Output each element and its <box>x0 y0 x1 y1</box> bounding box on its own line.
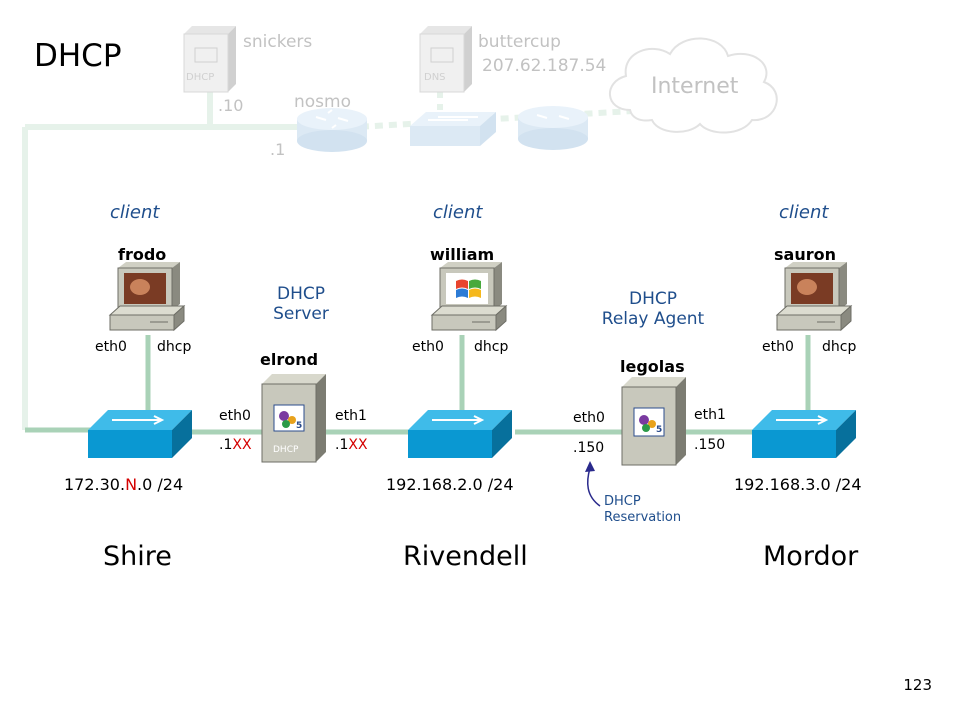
elrond-server-icon: 5 DHCP <box>261 374 326 463</box>
frodo-mode-label: dhcp <box>157 339 192 355</box>
sauron-mode-label: dhcp <box>822 339 857 355</box>
william-hostname: william <box>430 245 495 264</box>
sauron-hostname: sauron <box>774 245 836 264</box>
elrond-role-line1: DHCP <box>277 284 325 304</box>
frodo-computer-icon <box>108 262 186 332</box>
switch-faded-icon <box>410 112 496 146</box>
frodo-hostname: frodo <box>118 245 167 264</box>
buttercup-server-icon: DNS <box>419 26 472 93</box>
router-name-label: nosmo <box>294 92 351 112</box>
legolas-server-icon: 5 <box>621 377 686 466</box>
elrond-eth0-addr-prefix: .1 <box>219 437 233 453</box>
page-number: 123 <box>903 676 932 694</box>
svg-text:5: 5 <box>296 421 302 431</box>
mordor-network-label: 192.168.3.0 /24 <box>734 475 862 494</box>
shire-net-prefix: 172.30. <box>64 475 126 494</box>
william-computer-icon <box>430 262 508 332</box>
legolas-hostname: legolas <box>620 357 685 376</box>
router-icon <box>297 108 367 152</box>
svg-text:5: 5 <box>656 425 662 435</box>
rivendell-switch-icon <box>408 410 512 458</box>
shire-network-label: 172.30.N.0 /24 <box>64 475 183 494</box>
elrond-eth1-addr-var: XX <box>348 437 368 453</box>
buttercup-dns-badge: DNS <box>424 72 446 83</box>
legolas-eth1-label: eth1 <box>694 407 726 423</box>
snickers-server-icon: DHCP <box>183 26 236 93</box>
reservation-annotation: DHCP Reservation <box>604 494 681 526</box>
legolas-eth0-label: eth0 <box>573 410 605 426</box>
legolas-eth1-addr: .150 <box>694 437 726 453</box>
legolas-role-label: DHCP Relay Agent <box>582 289 724 329</box>
buttercup-ip-label: 207.62.187.54 <box>482 56 607 76</box>
page-title: DHCP <box>34 38 122 74</box>
sauron-computer-icon <box>775 262 853 332</box>
shire-net-suffix: .0 /24 <box>137 475 184 494</box>
elrond-eth1-addr: .1XX <box>335 437 368 453</box>
william-role-label: client <box>433 202 483 223</box>
elrond-eth0-label: eth0 <box>219 408 251 424</box>
internet-label: Internet <box>651 74 739 99</box>
frodo-role-label: client <box>110 202 160 223</box>
william-mode-label: dhcp <box>474 339 509 355</box>
sauron-iface-label: eth0 <box>762 339 794 355</box>
rivendell-site-label: Rivendell <box>403 541 528 572</box>
snickers-dhcp-badge: DHCP <box>186 72 214 83</box>
rivendell-network-label: 192.168.2.0 /24 <box>386 475 514 494</box>
william-iface-label: eth0 <box>412 339 444 355</box>
legolas-eth0-addr: .150 <box>573 440 605 456</box>
sauron-role-label: client <box>779 202 829 223</box>
router-octet-label: .1 <box>270 140 286 159</box>
frodo-iface-label: eth0 <box>95 339 127 355</box>
elrond-eth1-addr-prefix: .1 <box>335 437 349 453</box>
reservation-arrow <box>585 461 601 507</box>
buttercup-label: buttercup <box>478 32 561 52</box>
elrond-eth0-addr: .1XX <box>219 437 252 453</box>
mordor-site-label: Mordor <box>763 541 859 572</box>
reservation-line1: DHCP <box>604 494 641 509</box>
elrond-eth0-addr-var: XX <box>232 437 252 453</box>
elrond-role-label: DHCP Server <box>258 284 344 324</box>
elrond-role-line2: Server <box>273 304 329 324</box>
snickers-octet-label: .10 <box>218 96 244 115</box>
shire-net-var: N <box>125 475 138 494</box>
shire-site-label: Shire <box>103 541 172 572</box>
legolas-role-line2: Relay Agent <box>601 309 705 329</box>
shire-switch-icon <box>88 410 192 458</box>
legolas-role-line1: DHCP <box>629 289 677 309</box>
mordor-switch-icon <box>752 410 856 458</box>
elrond-dhcp-badge: DHCP <box>273 445 299 455</box>
reservation-line2: Reservation <box>604 510 682 525</box>
internet-cloud-icon <box>608 37 778 134</box>
snickers-label: snickers <box>243 32 313 52</box>
router-internet-icon <box>518 106 588 150</box>
elrond-eth1-label: eth1 <box>335 408 367 424</box>
elrond-hostname: elrond <box>260 350 319 369</box>
